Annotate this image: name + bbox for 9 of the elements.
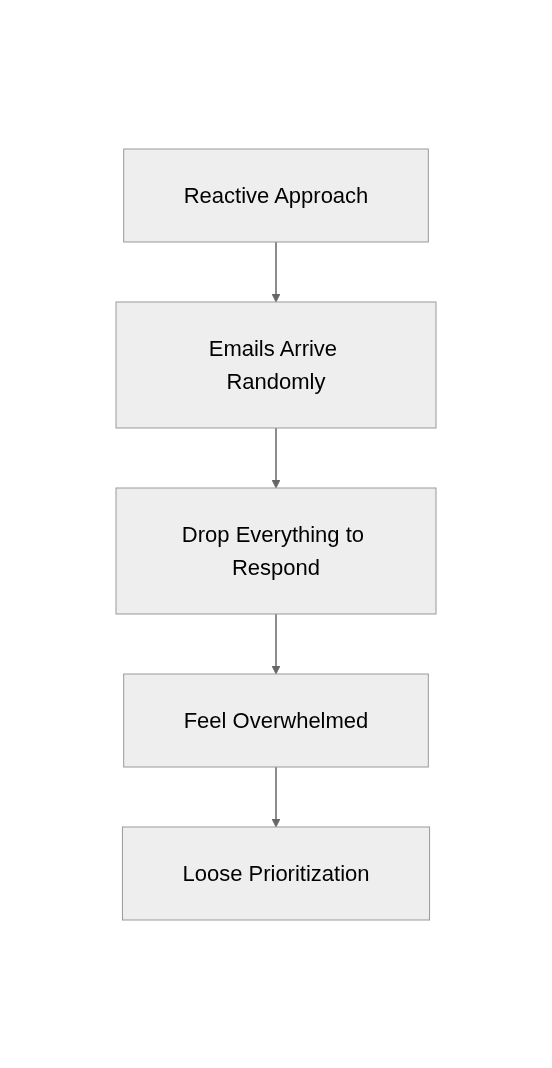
arrow xyxy=(271,426,281,488)
node-box: Reactive Approach xyxy=(123,148,429,242)
arrow xyxy=(271,612,281,674)
node-box: Feel Overwhelmed xyxy=(123,673,429,767)
arrow xyxy=(271,765,281,827)
node-box: Drop Everything to Respond xyxy=(115,487,437,614)
arrow xyxy=(271,240,281,302)
node-box: Emails Arrive Randomly xyxy=(115,301,437,428)
node-box: Loose Prioritization xyxy=(121,826,431,920)
